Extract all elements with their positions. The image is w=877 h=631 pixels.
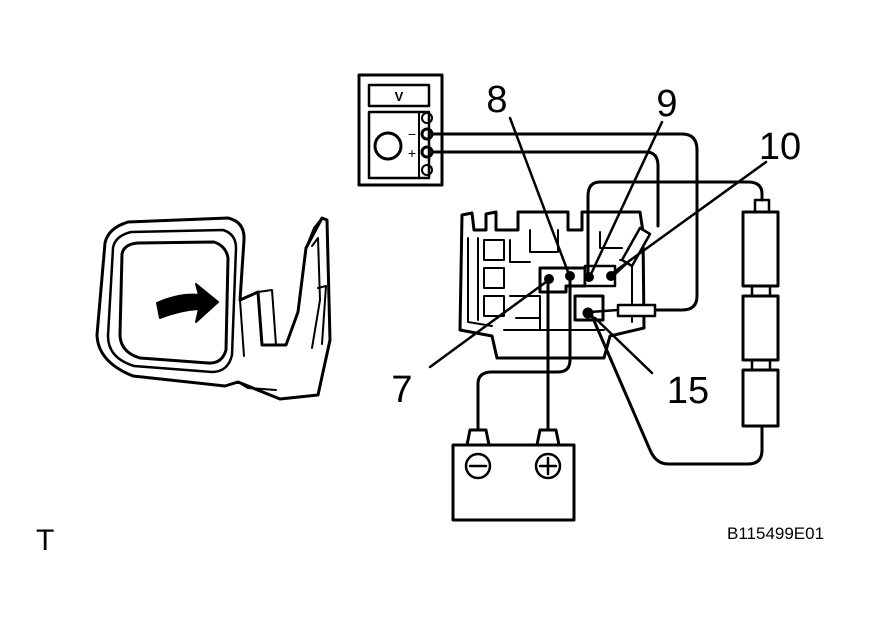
battery: [451, 428, 576, 522]
voltmeter: V − +: [357, 73, 444, 187]
voltmeter-probe-negative: [588, 303, 657, 318]
terminal-label-9: 9: [656, 83, 677, 125]
voltmeter-negative-lead: [430, 132, 699, 312]
terminal-label-8: 8: [486, 79, 507, 121]
terminal-label-10: 10: [759, 126, 801, 168]
dry-cell-batteries: [741, 198, 780, 428]
leader-line-8: [508, 116, 570, 274]
voltmeter-display: V: [395, 89, 404, 104]
voltmeter-minus-label: −: [408, 126, 416, 142]
corner-mark: T: [36, 524, 54, 557]
battery-negative-lead: [476, 276, 572, 432]
terminal-label-7: 7: [391, 369, 412, 411]
leader-line-10: [612, 160, 768, 274]
side-mirror: [95, 216, 332, 401]
voltmeter-positive-lead: [430, 150, 660, 228]
cell-top-lead: [586, 180, 764, 280]
arrow-icon: [156, 283, 219, 323]
cell-bottom-lead: [590, 314, 764, 466]
figure-code: B115499E01: [727, 524, 824, 543]
leader-line-7: [428, 280, 548, 369]
leader-line-15: [593, 316, 654, 375]
mirror-connector: [458, 210, 646, 360]
leader-line-9: [590, 120, 664, 274]
voltmeter-plus-label: +: [408, 145, 416, 161]
terminal-label-15: 15: [667, 370, 709, 412]
